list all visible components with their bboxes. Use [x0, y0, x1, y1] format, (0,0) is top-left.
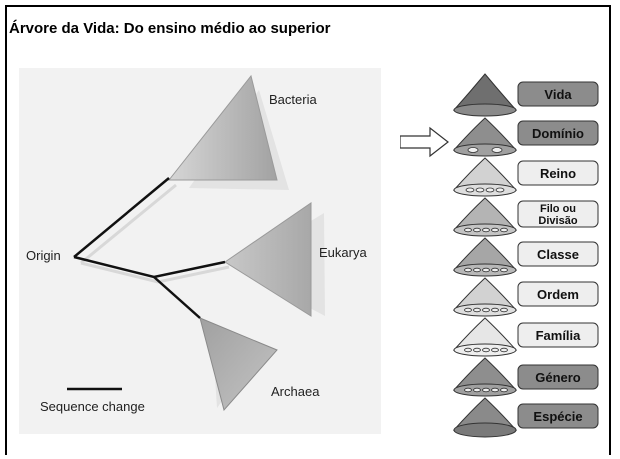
slide-title: Árvore da Vida: Do ensino médio ao super… [9, 20, 331, 37]
rank-shape-vida [452, 73, 518, 111]
archaea-clade [199, 317, 278, 412]
branch-bacteria [73, 177, 170, 258]
eukarya-label: Eukarya [319, 245, 367, 260]
scale-label: Sequence change [40, 399, 145, 414]
root-label: Origin [26, 248, 61, 263]
branch-archaea [153, 276, 201, 319]
rank-label-filo-line2: Divisão [538, 215, 577, 227]
rank-label-vida: Vida [544, 87, 572, 102]
tree-of-life-panel: Origin Bacteria Eukarya Archaea Sequence… [19, 68, 381, 434]
rank-label-box-reino [517, 160, 599, 186]
rank-label-box-dominio [517, 120, 599, 146]
taxonomy-panel: Vida Domínio Reino Filo ou Divisão Class… [399, 70, 605, 450]
archaea-label: Archaea [271, 384, 320, 399]
rank-shape-classe [452, 237, 518, 271]
eukarya-clade [224, 202, 312, 317]
joint-holes [464, 147, 508, 393]
rank-shape-filo [452, 197, 518, 231]
taxonomy-diagram: Vida Domínio Reino Filo ou Divisão Class… [399, 73, 599, 438]
rank-label-filo-line1: Filo ou [540, 203, 576, 215]
rank-label-genero: Género [535, 370, 581, 385]
rank-label-box-ordem [517, 281, 599, 307]
rank-label-box-vida [517, 81, 599, 107]
rank-shape-genero [452, 357, 518, 391]
rank-label-box-classe [517, 241, 599, 267]
bacteria-clade [167, 74, 278, 181]
rank-label-dominio: Domínio [532, 126, 584, 141]
rank-label-reino: Reino [540, 166, 576, 181]
rank-label-ordem: Ordem [537, 287, 579, 302]
rank-shape-ordem [452, 277, 518, 311]
rank-shape-dominio [452, 117, 518, 151]
rank-label-box-filo [517, 200, 599, 228]
bacteria-label: Bacteria [269, 92, 317, 107]
rank-label-classe: Classe [537, 247, 579, 262]
rank-shape-especie [452, 397, 518, 431]
rank-label-box-familia [517, 322, 599, 348]
rank-label-box-genero [517, 364, 599, 390]
rank-label-especie: Espécie [533, 409, 582, 424]
rank-label-familia: Família [536, 328, 582, 343]
rank-shape-reino [452, 157, 518, 191]
pointer-arrow-icon [399, 126, 449, 158]
tree-of-life-diagram: Origin Bacteria Eukarya Archaea Sequence… [19, 68, 381, 434]
rank-shape-familia [452, 317, 518, 351]
rank-label-box-especie [517, 403, 599, 429]
